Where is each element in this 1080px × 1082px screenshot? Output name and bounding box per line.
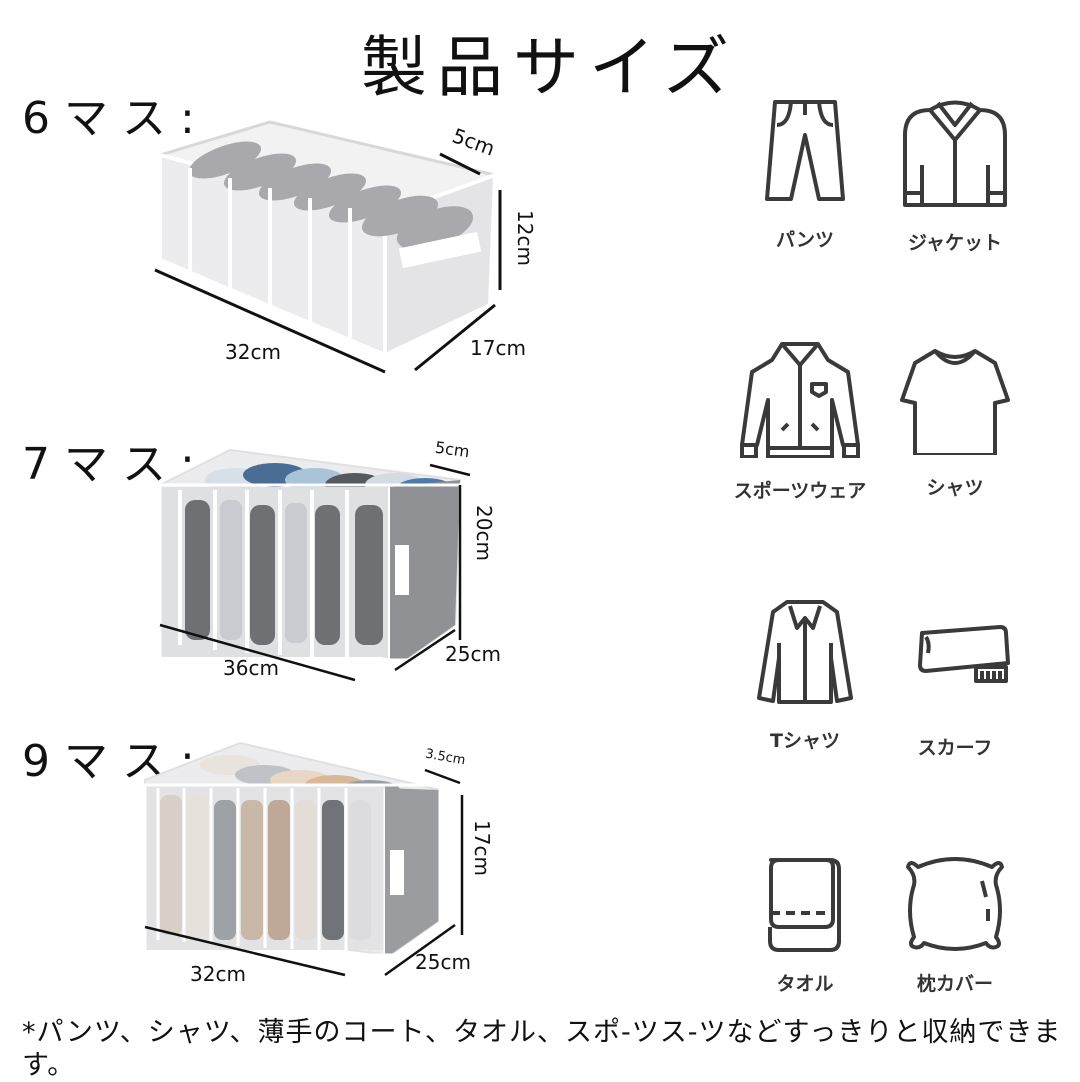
organizer-6-image xyxy=(150,120,500,360)
clothing-label: スポーツウェア xyxy=(733,480,867,502)
clothing-type-sportswear: スポーツウェア xyxy=(730,340,870,503)
dimension-arrows-9 xyxy=(144,768,464,977)
clothing-label: ジャケット xyxy=(907,232,1003,254)
dimension-length-7: 36cm xyxy=(223,656,279,680)
organizer-9-image xyxy=(140,740,450,960)
dimension-width-6: 17cm xyxy=(470,336,526,360)
page-title: 製品サイズ xyxy=(360,29,740,106)
section-label-6: 6マス: xyxy=(22,93,209,144)
clothing-type-pillow: 枕カバー xyxy=(885,855,1025,996)
clothing-label: スカーフ xyxy=(917,737,993,759)
dimension-height-7: 20cm xyxy=(472,505,496,561)
dimension-width-9: 25cm xyxy=(415,950,471,974)
towel-icon xyxy=(768,858,841,952)
clothing-type-towel: タオル xyxy=(735,855,875,996)
dimension-height-6: 12cm xyxy=(513,210,537,266)
clothing-label: シャツ xyxy=(926,477,984,499)
pillow-icon xyxy=(906,857,1004,951)
tshirt-icon xyxy=(900,349,1010,455)
clothing-label: タオル xyxy=(776,973,834,995)
shirt-icon xyxy=(757,600,853,704)
clothing-type-scarf: スカーフ xyxy=(885,615,1025,760)
dimension-arrows-6 xyxy=(154,152,502,374)
footer-note: *パンツ、シャツ、薄手のコート、タオル、スポ-ツス-ツなどすっきりと収納できます… xyxy=(22,1017,1062,1081)
clothing-type-tshirt: シャツ xyxy=(885,345,1025,500)
pants-icon xyxy=(765,100,845,201)
clothing-type-pants: パンツ xyxy=(735,97,875,252)
dimension-height-9: 17cm xyxy=(470,820,494,876)
dimension-length-9: 32cm xyxy=(190,962,246,986)
dimension-width-7: 25cm xyxy=(445,642,501,666)
clothing-type-jacket: ジャケット xyxy=(885,95,1025,255)
clothing-type-shirt: Tシャツ xyxy=(735,598,875,753)
clothing-label: パンツ xyxy=(776,229,834,251)
scarf-icon xyxy=(918,625,1010,683)
jacket-icon xyxy=(903,100,1007,207)
clothing-label: 枕カバー xyxy=(916,973,993,995)
dimension-arrows-7 xyxy=(159,463,471,682)
dimension-length-6: 32cm xyxy=(225,340,281,364)
sportswear-icon xyxy=(740,342,860,458)
clothing-label: Tシャツ xyxy=(770,730,840,752)
organizer-7-image xyxy=(155,445,465,665)
